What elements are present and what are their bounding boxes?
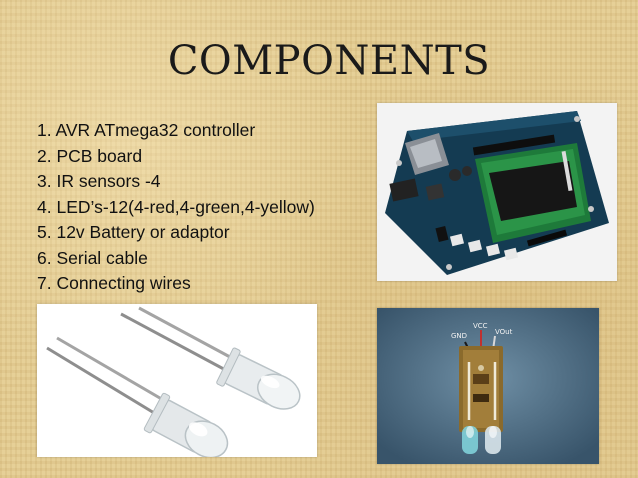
led-illustration [37,304,317,457]
ir-sensor-illustration: GND VCC VOut [377,308,599,464]
list-item: 3. IR sensors -4 [37,171,161,191]
avr-board-photo [377,103,617,281]
list-item: 4. LED’s-12(4-red,4-green,4-yellow) [37,196,315,217]
slide-title: COMPONENTS [167,38,491,84]
vcc-label: VCC [473,322,488,330]
avr-board-illustration [377,103,617,281]
led-photo [37,304,317,457]
list-item: 2. PCB board [37,145,143,166]
list-item: 1. AVR ATmega32 controller [37,120,256,140]
list-item: 5. 12v Battery or adaptor [37,222,230,242]
list-item: 6. Serial cable [37,247,148,268]
gnd-label: GND [451,332,467,340]
vout-label: VOut [495,328,513,336]
component-list: 1. AVR ATmega32 controller 2. PCB board … [37,118,315,297]
ir-sensor-photo: GND VCC VOut [377,308,599,464]
list-item: 7. Connecting wires [37,273,191,293]
